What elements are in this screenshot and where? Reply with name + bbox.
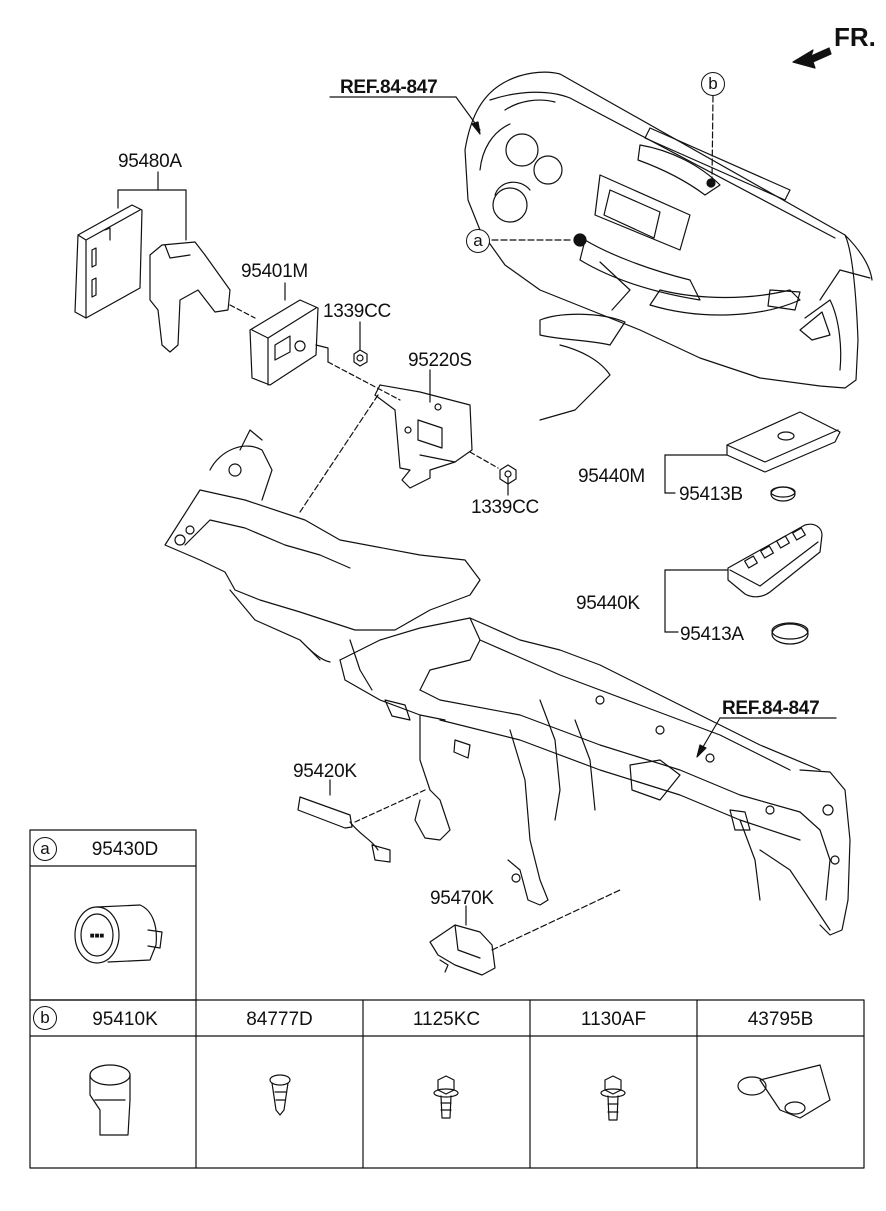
switch-95410K-drawing (89, 1064, 131, 1136)
part-label-1339CC-upper: 1339CC (323, 301, 391, 322)
ref-label-right: REF.84-847 (722, 698, 820, 719)
pad-43795B-drawing (737, 1064, 831, 1119)
part-label-95470K: 95470K (430, 888, 494, 909)
bracket-95220S-drawing (299, 369, 473, 513)
callout-b-marker: b (701, 72, 725, 96)
antenna-95470K-drawing (429, 889, 621, 976)
nut-1339CC-lower-drawing (469, 451, 517, 496)
part-label-95480A: 95480A (118, 151, 182, 172)
ref-top-leader (329, 96, 481, 135)
table-part-84777D: 84777D (246, 1009, 313, 1030)
part-label-95420K: 95420K (293, 761, 357, 782)
part-label-95413A: 95413A (680, 624, 744, 645)
table-row-a-marker: a (33, 837, 57, 861)
bolt-1125KC-drawing (433, 1075, 459, 1119)
module-95401M-drawing (249, 282, 401, 401)
part-label-95440K: 95440K (576, 593, 640, 614)
bolt-1130AF-drawing (600, 1075, 626, 1121)
screw-84777D-drawing (269, 1074, 291, 1116)
part-label-95401M: 95401M (241, 261, 308, 282)
front-direction-label: FR. (834, 22, 876, 52)
part-label-95440M: 95440M (578, 466, 645, 487)
parts-table-grid (29, 829, 865, 1169)
table-part-1125KC: 1125KC (412, 1009, 481, 1030)
smart-key-module-95480A-drawing (74, 171, 256, 353)
dashboard-illustration (464, 71, 873, 421)
table-part-95430D: 95430D (91, 839, 159, 860)
smart-key-fob-95440K-drawing (664, 523, 823, 645)
callout-a-marker: a (466, 229, 490, 253)
part-label-1339CC-lower: 1339CC (471, 497, 539, 518)
table-part-43795B: 43795B (747, 1009, 814, 1030)
ref-label-top: REF.84-847 (340, 77, 438, 98)
table-row-b-marker: b (33, 1006, 57, 1030)
part-label-95413B: 95413B (679, 484, 743, 505)
cowl-crossmember-frame-drawing (164, 429, 851, 936)
card-key-95440M-drawing (664, 411, 841, 502)
callout-b-leader-line (711, 95, 714, 181)
ref-right-leader (696, 717, 837, 758)
antenna-95420K-drawing (297, 779, 426, 863)
nut-1339CC-upper-drawing (353, 321, 368, 367)
table-part-1130AF: 1130AF (580, 1009, 647, 1030)
start-switch-95430D-drawing: ■■■ (74, 904, 163, 964)
front-direction-arrow-icon (792, 47, 832, 69)
part-label-95220S: 95220S (408, 350, 472, 371)
table-part-95410K: 95410K (92, 1009, 158, 1030)
svg-text:■■■: ■■■ (90, 931, 105, 940)
